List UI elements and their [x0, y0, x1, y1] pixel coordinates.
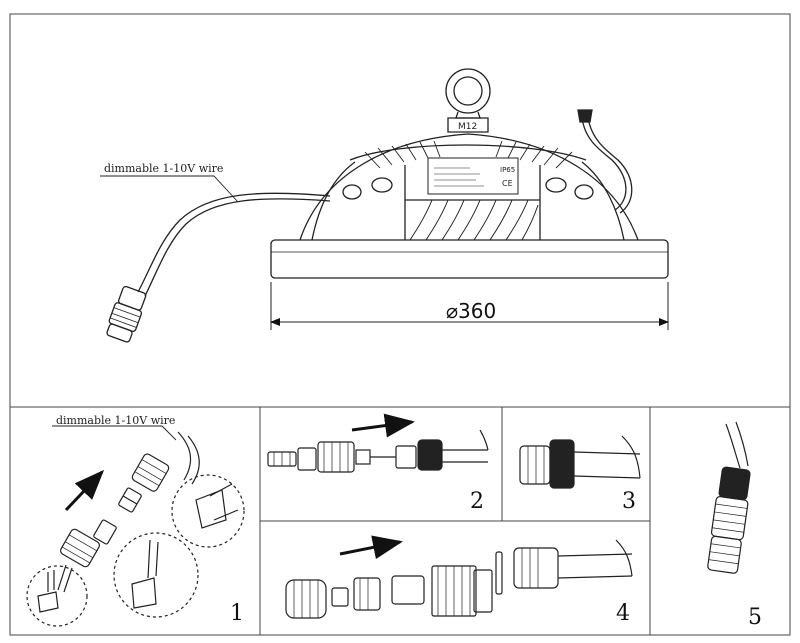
- step-3-drawing: [519, 435, 641, 489]
- eyebolt-size-label: M12: [458, 122, 477, 132]
- step-4-number: 4: [616, 601, 630, 626]
- power-cable: [581, 117, 627, 211]
- lamp-base-rim: [270, 239, 669, 279]
- step-1-arrow: [64, 469, 105, 512]
- dimming-wire: [137, 192, 331, 293]
- step-2-arrow: [351, 413, 415, 438]
- step-1-drawing: [26, 425, 245, 627]
- nameplate: [427, 157, 519, 195]
- step-1-number: 1: [230, 601, 244, 626]
- step-4-arrow: [339, 535, 403, 560]
- step-2-number: 2: [470, 489, 484, 514]
- panel-frames: [9, 13, 791, 636]
- nameplate-ip-rating: IP65: [500, 166, 515, 174]
- step-1-wire-label: dimmable 1-10V wire: [56, 414, 175, 427]
- step-3-number: 3: [622, 489, 636, 514]
- wire-label: dimmable 1-10V wire: [104, 162, 223, 175]
- diameter-dimension: [270, 282, 669, 330]
- eyebolt-ring: [445, 68, 491, 114]
- nameplate-ce-mark: CE: [502, 179, 513, 188]
- step-5-drawing: [707, 421, 751, 574]
- step-2-drawing: [267, 429, 489, 473]
- highbay-lamp-drawing: [106, 68, 669, 343]
- lamp-dome: [299, 133, 639, 241]
- step-4-drawing: [285, 539, 633, 619]
- diameter-label: ⌀360: [446, 299, 496, 323]
- wire-label-leader: [100, 175, 239, 203]
- step-5-number: 5: [748, 605, 762, 630]
- main-connector: [106, 285, 147, 343]
